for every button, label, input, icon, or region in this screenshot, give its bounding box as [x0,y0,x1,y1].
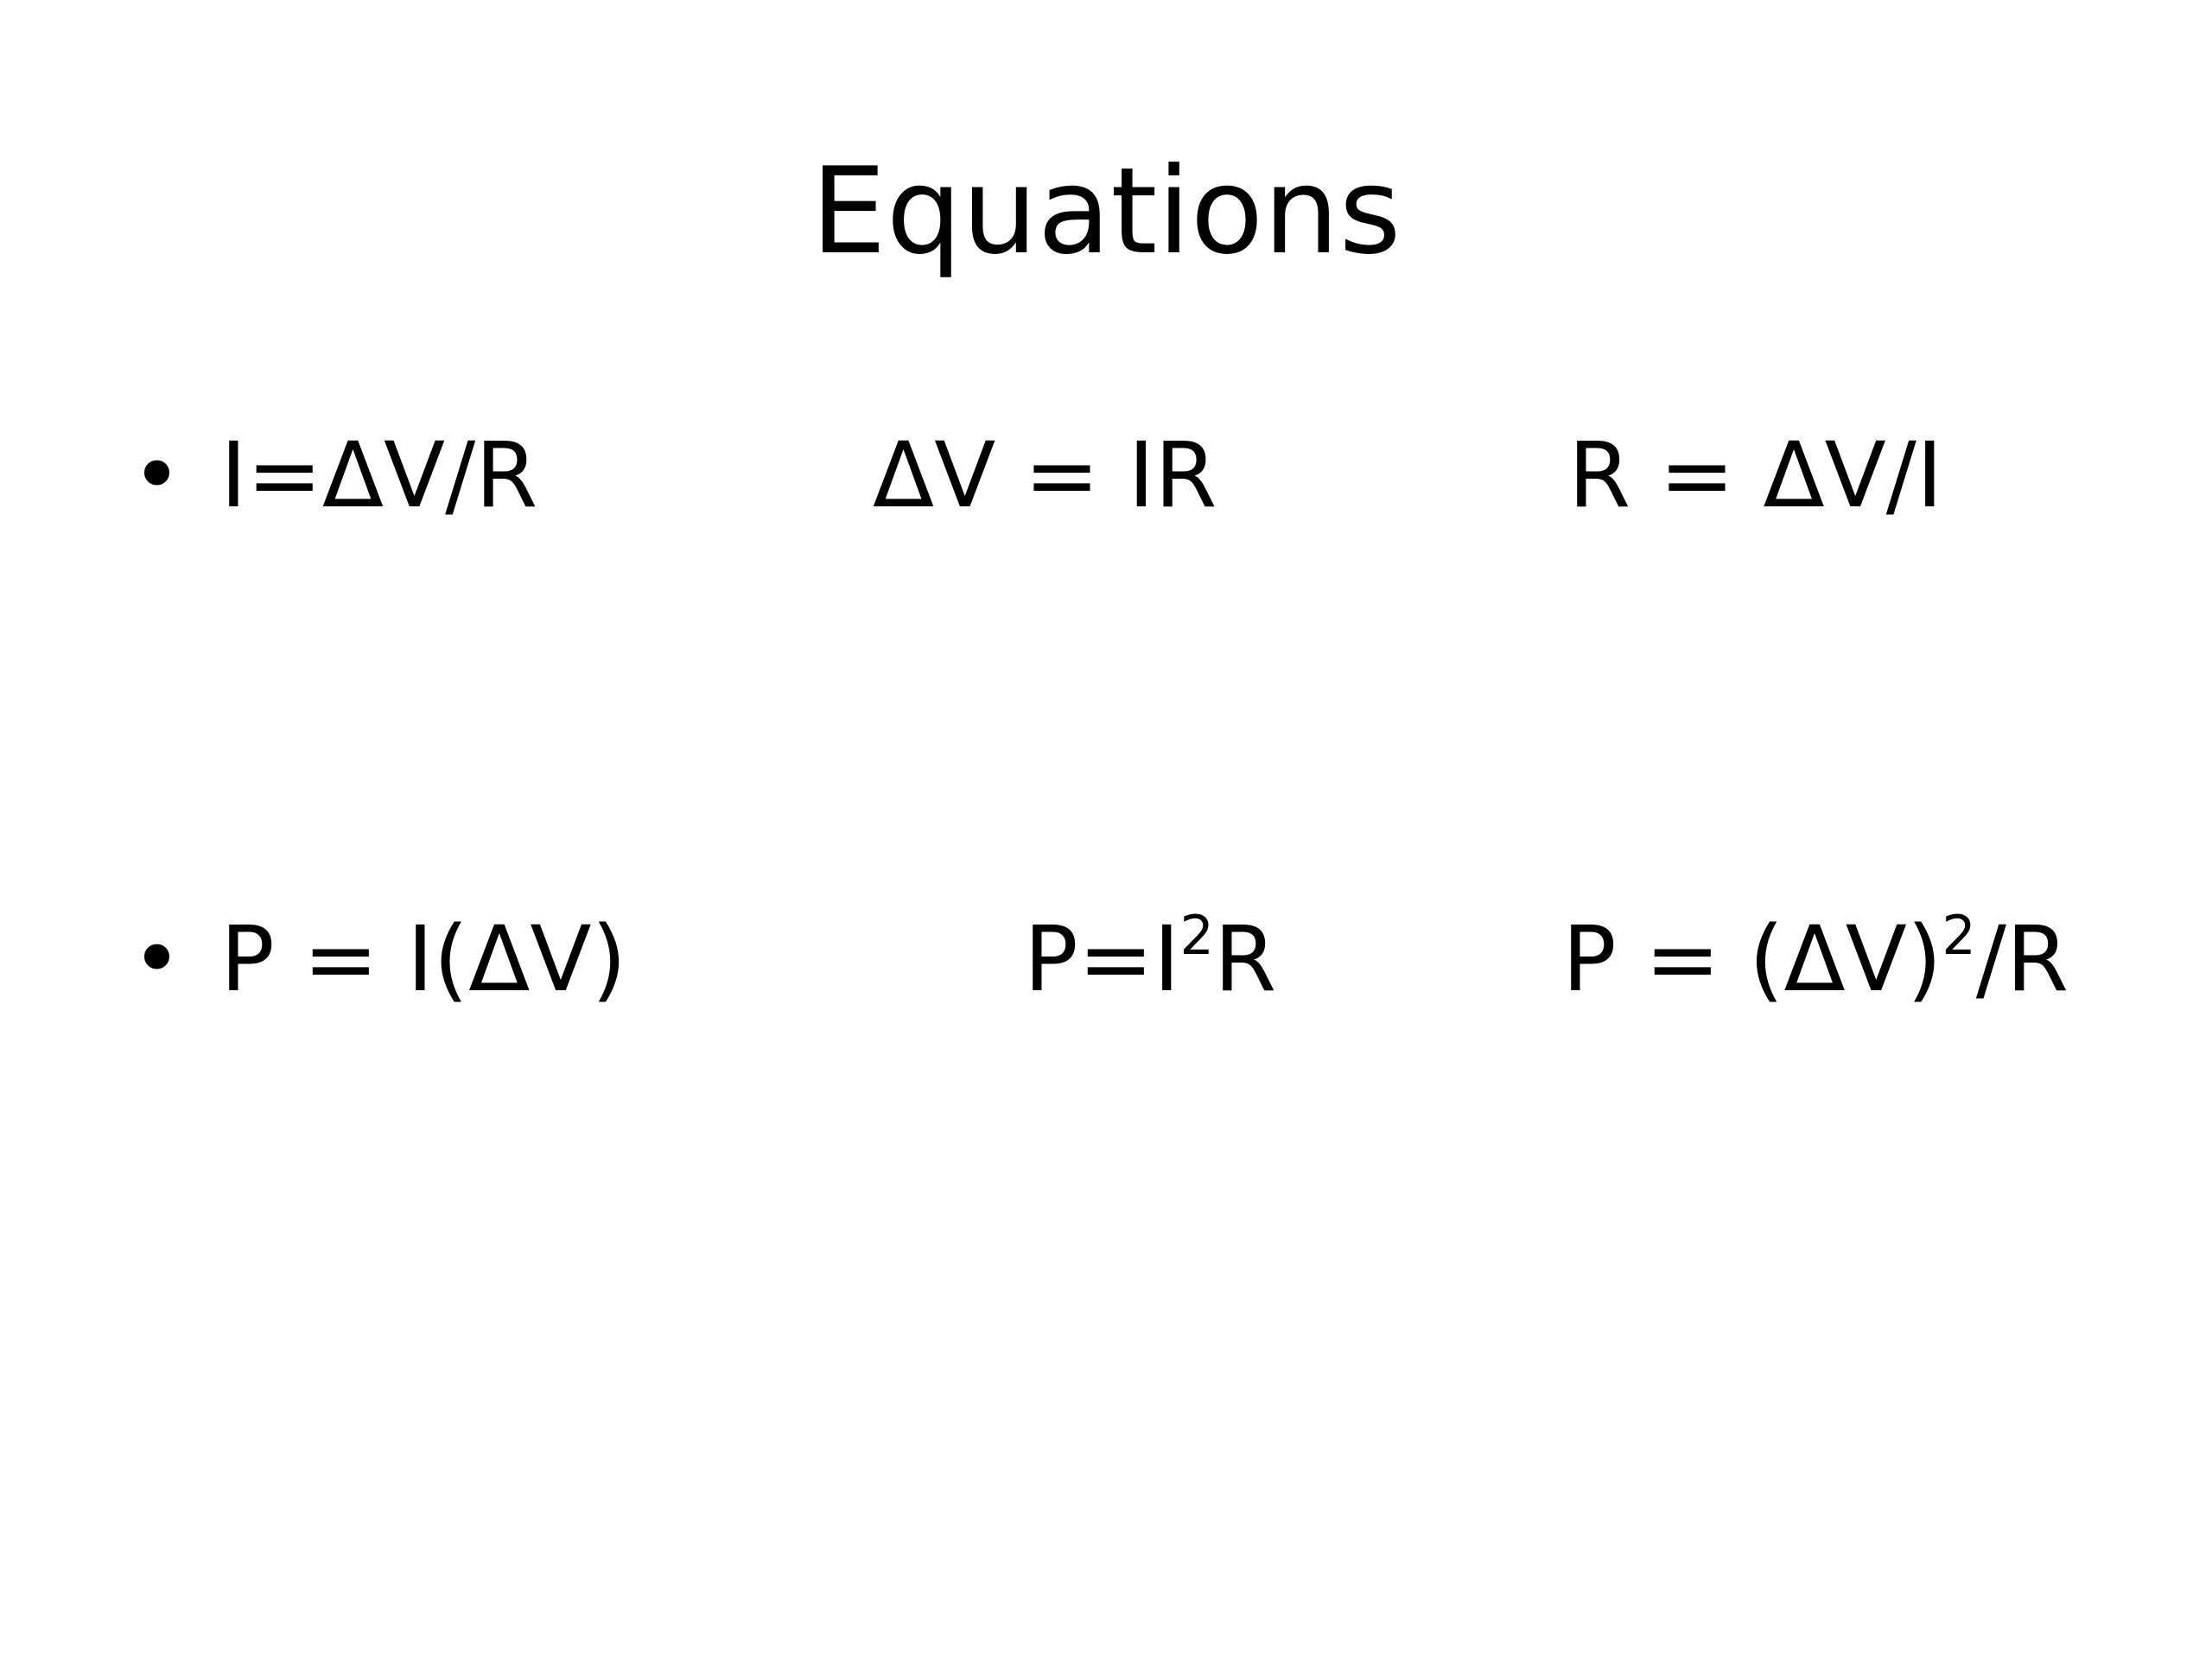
equation-resistance: R = ΔV/I [1568,423,1943,528]
bullet-row-1: • I=ΔV/R ΔV = IR R = ΔV/I [0,406,2212,544]
equation-part: /R [1975,906,2069,1012]
bullet-icon: • [131,908,182,1009]
equation-voltage: ΔV = IR [873,423,1217,528]
superscript-exponent: 2 [1942,904,1976,967]
equation-power-v2r: P = (ΔV)2/R [1562,890,2069,1028]
superscript-exponent: 2 [1179,904,1214,967]
bullet-icon: • [131,424,182,525]
equation-part: P=I [1024,906,1180,1012]
equation-current: I=ΔV/R [220,423,538,528]
equation-power-i2r: P=I2R [1024,890,1276,1028]
slide-title: Equations [810,142,1402,281]
equation-power-iv: P = I(ΔV) [220,906,627,1012]
bullet-row-2: • P = I(ΔV) P=I2R P = (ΔV)2/R [0,890,2212,1028]
equation-part: R [1213,906,1277,1012]
equation-part: P = (ΔV) [1562,906,1942,1012]
